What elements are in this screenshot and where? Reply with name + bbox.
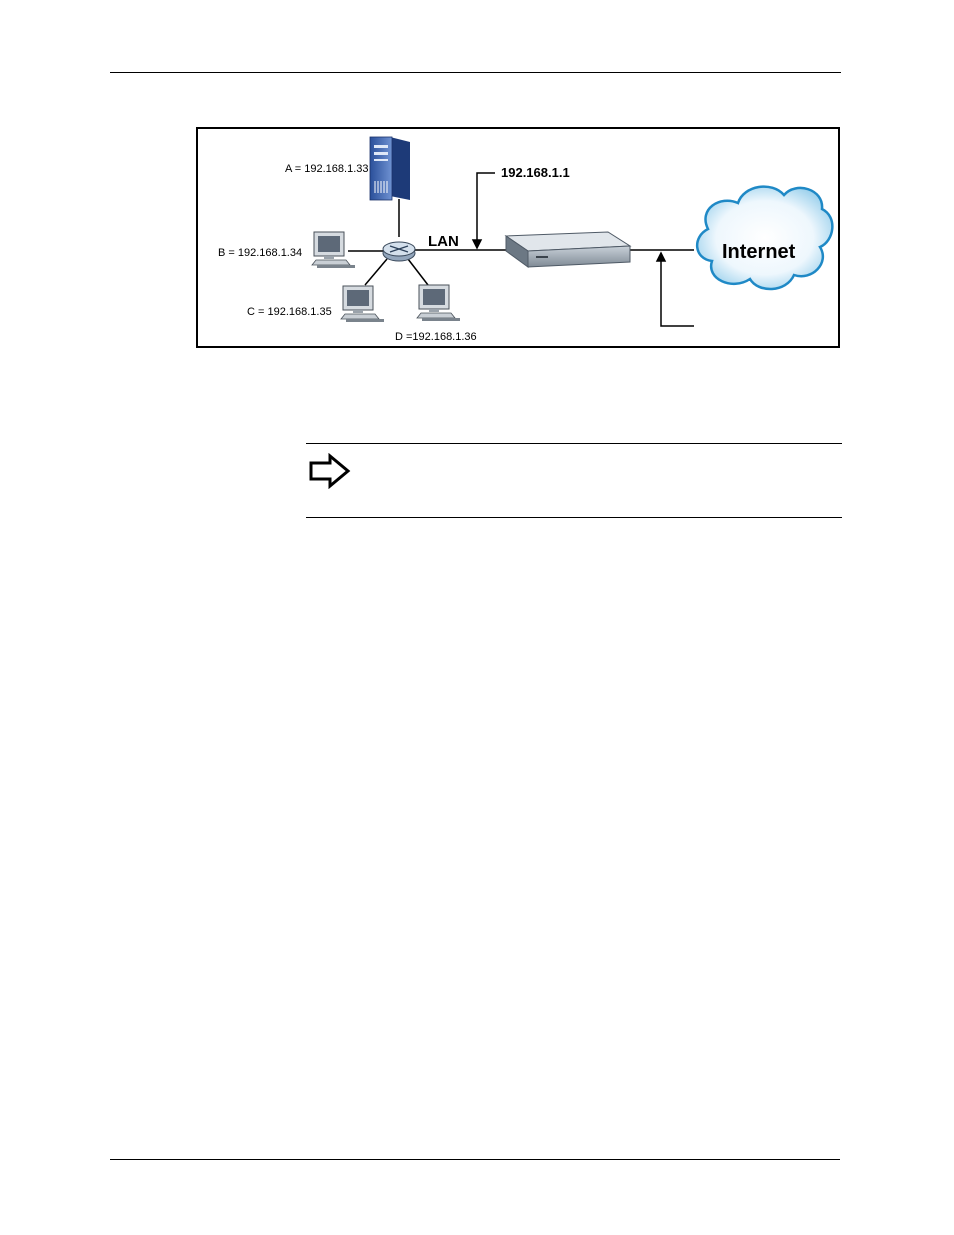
switch-icon [383,242,415,261]
computer-icon [312,232,355,268]
router-lan-ip-label: 192.168.1.1 [501,165,570,180]
network-diagram: A = 192.168.1.33 B = 192.168.1.34 C = 19… [198,129,838,346]
header-rule [110,72,841,73]
computer-icon [341,286,384,322]
router-icon [506,232,630,267]
wan-callout [657,253,694,326]
host-c-label: C = 192.168.1.35 [247,306,332,318]
network-diagram-figure: A = 192.168.1.33 B = 192.168.1.34 C = 19… [196,127,840,348]
internet-label: Internet [722,241,796,263]
host-a-label: A = 192.168.1.33 [285,163,369,175]
internet-cloud-icon [697,187,832,289]
lan-label: LAN [428,233,459,250]
computer-icon [417,285,460,321]
lan-ip-callout [473,173,495,248]
footer-rule [110,1159,840,1160]
server-icon [370,137,410,200]
link-pc-d [408,259,428,285]
host-d-label: D =192.168.1.36 [395,331,477,343]
link-pc-c [365,259,387,285]
note-arrow-icon [308,453,352,489]
note-box [306,443,842,518]
host-b-label: B = 192.168.1.34 [218,247,302,259]
